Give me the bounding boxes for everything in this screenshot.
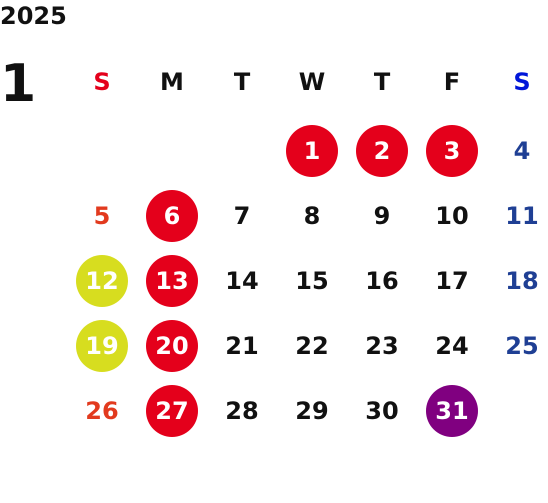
empty-calendar-cell (67, 118, 137, 183)
calendar-cell-19: 19 (67, 313, 137, 378)
day-20: 20 (146, 319, 198, 372)
weekday-saturday: S (513, 68, 531, 96)
month-label: 1 (0, 54, 37, 114)
calendar-cell-6: 6 (137, 183, 207, 248)
calendar-cell-20: 20 (137, 313, 207, 378)
calendar-cell-1: 1 (277, 118, 347, 183)
day-10: 10 (435, 201, 469, 230)
calendar-grid: 1 2 3 4 5 6 7 8 9 10 11 12 13 14 15 16 1… (67, 118, 548, 443)
day-11: 11 (505, 201, 539, 230)
day-empty (146, 125, 198, 177)
calendar-cell-7: 7 (207, 183, 277, 248)
day-9: 9 (373, 201, 391, 230)
day-21: 21 (225, 331, 259, 360)
calendar-cell-30: 30 (347, 378, 417, 443)
calendar-cell-31: 31 (417, 378, 487, 443)
calendar-cell-5: 5 (67, 183, 137, 248)
day-16: 16 (365, 266, 399, 295)
day-26: 26 (85, 396, 119, 425)
calendar-cell-23: 23 (347, 313, 417, 378)
year-label: 2025 (0, 2, 67, 30)
weekday-wednesday: W (298, 68, 326, 96)
weekday-header-row: S M T W T F S (67, 62, 548, 102)
calendar-cell-12: 12 (67, 248, 137, 313)
calendar-cell-29: 29 (277, 378, 347, 443)
calendar-cell-17: 17 (417, 248, 487, 313)
day-30: 30 (365, 396, 399, 425)
calendar-cell-25: 25 (487, 313, 548, 378)
day-14: 14 (225, 266, 259, 295)
empty-calendar-cell (207, 118, 277, 183)
day-19: 19 (76, 319, 128, 372)
day-12: 12 (76, 254, 128, 307)
calendar-cell-4: 4 (487, 118, 548, 183)
calendar-cell-10: 10 (417, 183, 487, 248)
calendar-cell-2: 2 (347, 118, 417, 183)
weekday-friday: F (443, 68, 461, 96)
day-31: 31 (426, 384, 478, 437)
calendar-cell-27: 27 (137, 378, 207, 443)
calendar-cell-8: 8 (277, 183, 347, 248)
weekday-thursday: T (373, 68, 391, 96)
calendar-cell-14: 14 (207, 248, 277, 313)
day-25: 25 (505, 331, 539, 360)
calendar-cell-22: 22 (277, 313, 347, 378)
day-29: 29 (295, 396, 329, 425)
day-6: 6 (146, 189, 198, 242)
day-8: 8 (303, 201, 321, 230)
day-2: 2 (356, 124, 408, 177)
day-empty (216, 125, 268, 177)
calendar-cell-24: 24 (417, 313, 487, 378)
day-27: 27 (146, 384, 198, 437)
day-1: 1 (286, 124, 338, 177)
weekday-monday: M (160, 68, 184, 96)
day-22: 22 (295, 331, 329, 360)
calendar-cell-3: 3 (417, 118, 487, 183)
day-18: 18 (505, 266, 539, 295)
calendar-cell-18: 18 (487, 248, 548, 313)
day-5: 5 (93, 201, 111, 230)
calendar-cell-28: 28 (207, 378, 277, 443)
calendar-cell-9: 9 (347, 183, 417, 248)
day-24: 24 (435, 331, 469, 360)
day-23: 23 (365, 331, 399, 360)
day-4: 4 (513, 136, 531, 165)
day-3: 3 (426, 124, 478, 177)
day-15: 15 (295, 266, 329, 295)
day-28: 28 (225, 396, 259, 425)
day-empty (76, 125, 128, 177)
calendar-cell-16: 16 (347, 248, 417, 313)
weekday-sunday: S (93, 68, 111, 96)
weekday-tuesday: T (233, 68, 251, 96)
day-13: 13 (146, 254, 198, 307)
day-7: 7 (233, 201, 251, 230)
calendar-cell-26: 26 (67, 378, 137, 443)
calendar-cell-11: 11 (487, 183, 548, 248)
calendar-cell-13: 13 (137, 248, 207, 313)
empty-calendar-cell (137, 118, 207, 183)
calendar-cell-15: 15 (277, 248, 347, 313)
day-17: 17 (435, 266, 469, 295)
calendar-cell-21: 21 (207, 313, 277, 378)
